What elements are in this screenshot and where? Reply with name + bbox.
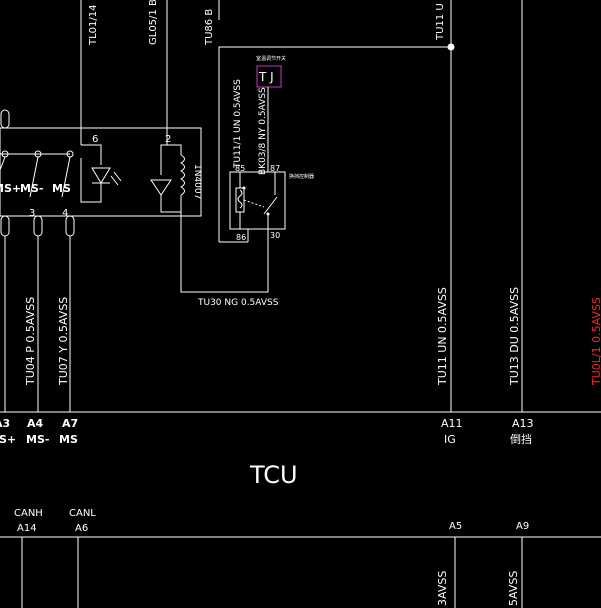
diode-wire-top xyxy=(160,130,168,175)
tcu-pin-a4: A4 xyxy=(27,417,44,430)
tcu-pin-a7-name: MS xyxy=(59,433,78,446)
switch-arm-3 xyxy=(61,156,71,198)
tcu-pin-a3-name: MS+ xyxy=(0,433,16,446)
tcu-pin-a3: A3 xyxy=(0,417,10,430)
wire-tu30 xyxy=(180,200,269,293)
wire-label-tu11: TU11 UN 0.5AVSS xyxy=(436,287,449,386)
relay-wire-b: BK03/8 NY 0.5AVSS xyxy=(258,87,268,175)
terminal-1 xyxy=(0,215,10,237)
wire-label-bottom-1: 3AVSS xyxy=(436,571,449,606)
relay-box xyxy=(229,171,286,230)
opto-out xyxy=(80,158,102,203)
tcu-pin-a6: A6 xyxy=(75,523,88,534)
terminal-3 xyxy=(65,215,75,237)
tcu-pin-canl: CANL xyxy=(69,508,96,519)
tcu-pin-a14: A14 xyxy=(17,523,37,534)
wire-label-bottom-2: 5AVSS xyxy=(507,571,520,606)
wire-label-tl01: TL01/14 xyxy=(88,5,99,47)
switch-arm-1 xyxy=(0,156,6,171)
opto-ray-2 xyxy=(113,171,122,182)
coil-winding xyxy=(179,154,185,196)
wire-label-tu30: TU30 NG 0.5AVSS xyxy=(197,298,279,308)
tcu-pin-a5: A5 xyxy=(449,521,462,532)
module-pin-2: 2 xyxy=(165,134,171,145)
module-pin-6: 6 xyxy=(92,134,98,145)
tcu-pin-a11-name: IG xyxy=(444,433,456,446)
wire-label-tu11-top: TU11 U xyxy=(435,3,446,41)
wire-label-gl05: GL05/1 B xyxy=(148,0,159,45)
diode-symbol xyxy=(150,179,172,196)
switch-arm-2 xyxy=(29,156,39,198)
tcu-pin-a7: A7 xyxy=(62,417,78,430)
switch-tj-box xyxy=(256,65,282,88)
terminal-2 xyxy=(33,215,43,237)
tcu-pin-a13-name: 倒挡 xyxy=(510,432,532,446)
switch-label-ms: MS xyxy=(52,182,71,195)
diode-label: 1N4007 xyxy=(192,164,202,199)
wire-label-tu04: TU04 P 0.5AVSS xyxy=(24,297,37,386)
switch-tj-label: T J xyxy=(258,70,274,84)
wire-label-red: TU0L/1 0.5AVSS xyxy=(590,297,601,386)
module-pin-4: 4 xyxy=(62,208,68,219)
relay-pin-86: 86 xyxy=(236,233,246,242)
switch-label-ms-plus: MS+ xyxy=(0,182,21,195)
tcu-pin-a13: A13 xyxy=(512,417,534,430)
relay-coil-winding xyxy=(237,189,243,209)
relay-caption: 换挡控制器 xyxy=(289,173,314,180)
relay-pin-30: 30 xyxy=(270,231,280,240)
wire-switch-loop xyxy=(218,46,451,242)
coil-wire-top xyxy=(167,144,182,155)
relay-wire-a: TU11/1 UN 0.5AVSS xyxy=(233,79,243,169)
relay-link xyxy=(243,199,265,208)
relay-pin-87: 87 xyxy=(270,164,280,173)
switch-caption: 室温调节开关 xyxy=(256,55,286,62)
wire-label-tu13: TU13 DU 0.5AVSS xyxy=(508,287,521,386)
tcu-title: TCU xyxy=(249,461,298,489)
opto-ray-1 xyxy=(110,175,119,186)
relay-coil xyxy=(235,187,245,213)
wire-label-tu07: TU07 Y 0.5AVSS xyxy=(57,297,70,386)
relay-dot-b xyxy=(266,212,270,216)
tcu-pin-a9: A9 xyxy=(516,521,529,532)
diode-wire-bottom xyxy=(160,195,181,213)
tcu-pin-a4-name: MS- xyxy=(26,433,49,446)
relay-contact xyxy=(263,196,278,215)
module-pin-3: 3 xyxy=(29,208,35,219)
opto-wire xyxy=(81,144,102,165)
tcu-pin-a11: A11 xyxy=(441,417,463,430)
opto-led xyxy=(91,167,111,184)
relay-dot-a xyxy=(242,186,246,190)
switch-label-ms-minus: MS- xyxy=(20,182,43,195)
tcu-pin-canh: CANH xyxy=(14,508,43,519)
terminal-top xyxy=(0,109,10,129)
control-module xyxy=(0,127,202,217)
relay-pin-85: 85 xyxy=(235,164,245,173)
wire-label-tu86: TU86 B xyxy=(204,9,215,46)
